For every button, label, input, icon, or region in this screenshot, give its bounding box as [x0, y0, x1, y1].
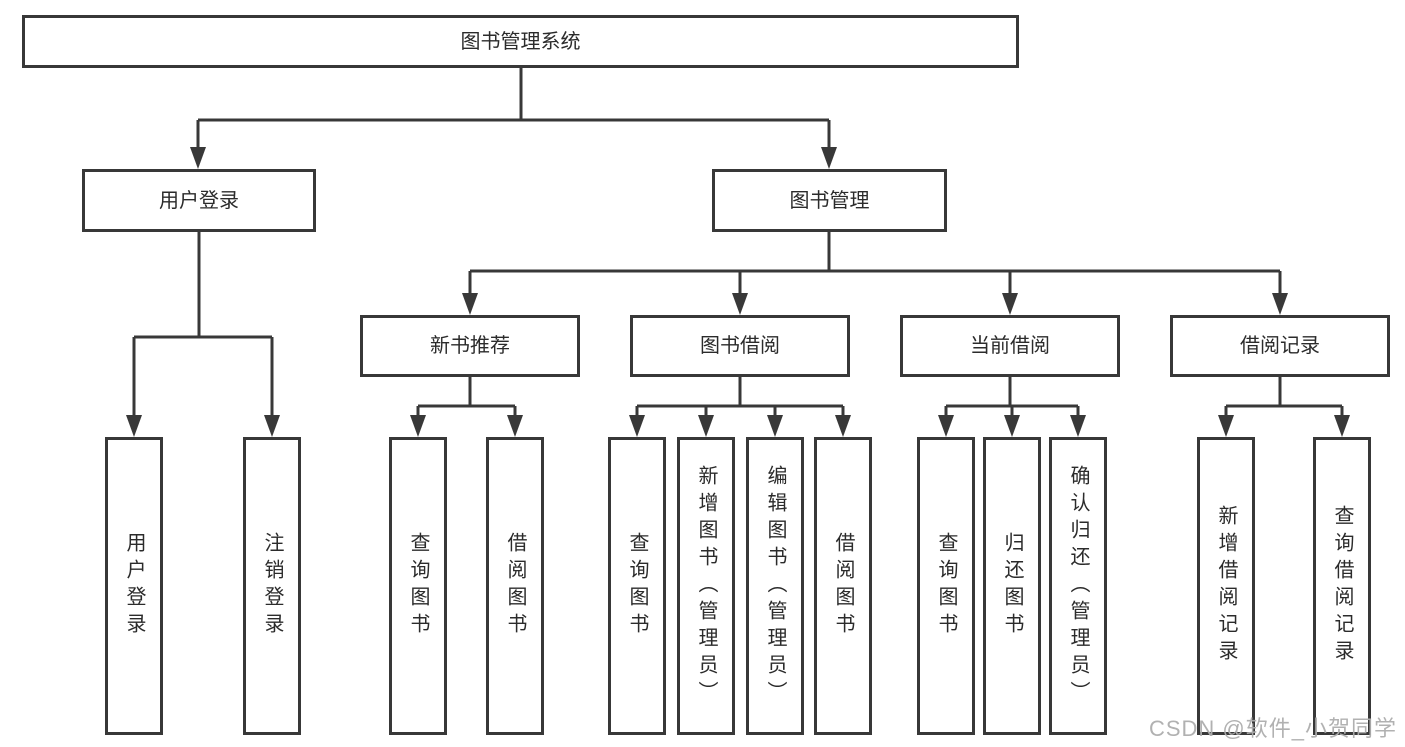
- node-label: 用户登录: [159, 189, 239, 212]
- leaf-user-login: 用户登录: [105, 437, 163, 735]
- node-label: 用户登录: [123, 532, 145, 640]
- node-book-management: 图书管理: [712, 169, 947, 232]
- connector-new-book: [410, 377, 523, 437]
- leaf-add-borrow-record: 新增借阅记录: [1197, 437, 1255, 735]
- node-user-login: 用户登录: [82, 169, 316, 232]
- leaf-logout: 注销登录: [243, 437, 301, 735]
- node-label: 确认归还（管理员）: [1067, 464, 1089, 708]
- node-label: 新增借阅记录: [1215, 505, 1237, 667]
- node-label: 借阅记录: [1240, 335, 1320, 357]
- leaf-query-borrow-record: 查询借阅记录: [1313, 437, 1371, 735]
- node-label: 查询图书: [407, 532, 429, 640]
- connector-root: [190, 68, 837, 169]
- csdn-watermark: CSDN @软件_小贺同学: [1148, 716, 1397, 741]
- connector-current-borrow: [938, 377, 1086, 437]
- node-label: 注销登录: [261, 532, 283, 640]
- node-label: 借阅图书: [832, 532, 854, 640]
- connector-book-mgmt: [462, 232, 1288, 315]
- node-label: 查询图书: [626, 532, 648, 640]
- connector-borrow-record: [1218, 377, 1350, 437]
- node-library-system: 图书管理系统: [22, 15, 1019, 68]
- node-label: 当前借阅: [970, 335, 1050, 357]
- leaf-edit-books-admin: 编辑图书（管理员）: [746, 437, 804, 735]
- node-label: 编辑图书（管理员）: [764, 464, 786, 708]
- connector-book-borrow: [629, 377, 851, 437]
- node-borrowing-records: 借阅记录: [1170, 315, 1390, 377]
- node-label: 借阅图书: [504, 532, 526, 640]
- node-current-borrowing: 当前借阅: [900, 315, 1120, 377]
- leaf-query-books-current: 查询图书: [917, 437, 975, 735]
- leaf-query-books-borrow: 查询图书: [608, 437, 666, 735]
- node-label: 归还图书: [1001, 532, 1023, 640]
- node-label: 图书管理: [789, 189, 870, 212]
- leaf-return-books: 归还图书: [983, 437, 1041, 735]
- leaf-borrow-books: 借阅图书: [814, 437, 872, 735]
- node-new-book-recommend: 新书推荐: [360, 315, 580, 377]
- node-label: 图书借阅: [700, 335, 780, 357]
- node-label: 新书推荐: [430, 335, 510, 357]
- leaf-query-books-newbook: 查询图书: [389, 437, 447, 735]
- leaf-add-books-admin: 新增图书（管理员）: [677, 437, 735, 735]
- leaf-borrow-books-newbook: 借阅图书: [486, 437, 544, 735]
- node-label: 图书管理系统: [460, 30, 581, 53]
- node-label: 查询借阅记录: [1331, 505, 1353, 667]
- leaf-confirm-return-admin: 确认归还（管理员）: [1049, 437, 1107, 735]
- node-book-borrowing: 图书借阅: [630, 315, 850, 377]
- node-label: 新增图书（管理员）: [695, 464, 717, 708]
- node-label: 查询图书: [935, 532, 957, 640]
- connector-user-login: [126, 232, 280, 437]
